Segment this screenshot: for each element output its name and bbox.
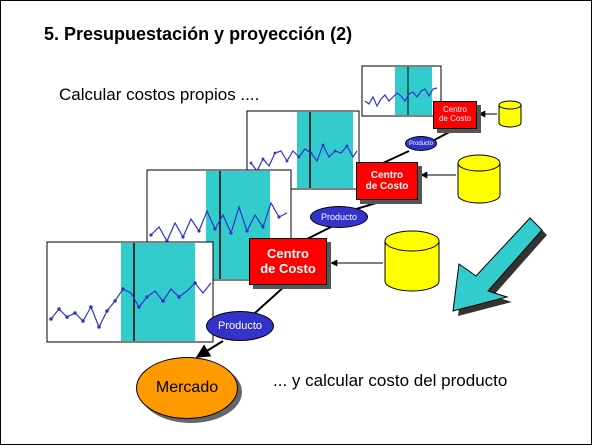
chart-panel (361, 65, 442, 117)
product-ellipse: Producto (310, 206, 368, 228)
slide-footer: ... y calcular costo del producto (273, 371, 508, 390)
cost-center-box: Centro de Costo (356, 162, 418, 200)
database-icon (457, 154, 501, 204)
connector-arrow (330, 110, 497, 267)
market-ellipse: Mercado (136, 357, 238, 419)
product-ellipse: Producto (405, 136, 437, 151)
cost-center-line1: Centro (370, 169, 404, 181)
cost-center-line2: de Costo (438, 114, 472, 123)
big-arrow-icon (452, 217, 547, 316)
slide-title: 5. Presupuestación y proyección (2) (44, 24, 353, 44)
slide-subtitle: Calcular costos propios .... (59, 85, 260, 104)
cost-center-line1: Centro (267, 245, 309, 261)
cost-center-line2: de Costo (365, 181, 409, 192)
product-ellipse: Producto (206, 311, 274, 341)
cost-center-line2: de Costo (260, 260, 316, 276)
chart-panel (46, 241, 214, 343)
cost-center-line1: Centro (442, 105, 467, 115)
cost-center-box: Centro de Costo (249, 238, 327, 285)
database-icon (498, 100, 522, 128)
database-icon (384, 230, 440, 292)
cost-center-box: Centro de Costo (433, 101, 477, 129)
